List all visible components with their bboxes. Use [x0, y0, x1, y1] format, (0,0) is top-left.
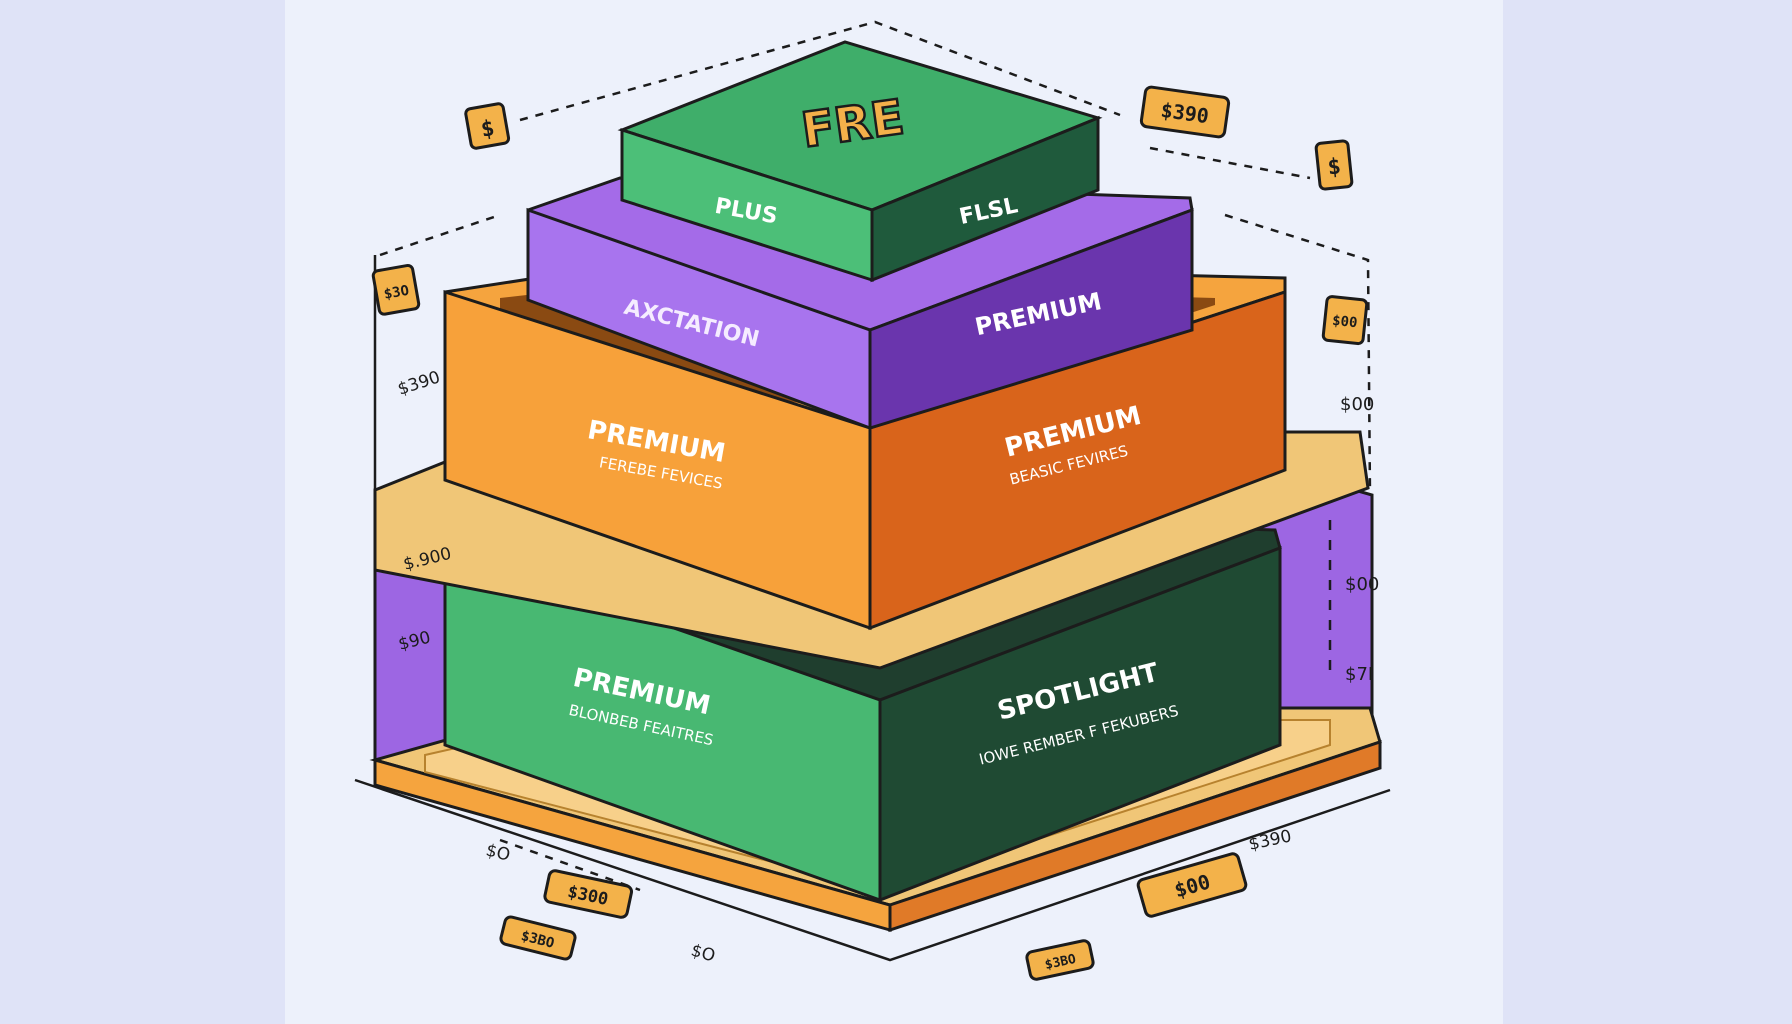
side-note-right-2: $00	[1345, 574, 1379, 595]
price-tag-bottom-left-text: $3BO	[519, 928, 556, 952]
price-tag-top-right-wide: $390	[1139, 85, 1231, 139]
price-tag-top-right-small-text: $	[1326, 154, 1342, 180]
green-top-tier-right	[870, 115, 1100, 283]
price-tag-top-left-text: $	[479, 116, 496, 143]
price-tag-bottom-left: $3BO	[499, 915, 577, 961]
price-tag-top-right-small: $	[1314, 139, 1354, 191]
price-tag-bottom-center: $300	[543, 869, 634, 919]
price-tag-right-upper: $00	[1321, 295, 1369, 346]
side-note-right-3: $7I	[1345, 664, 1373, 685]
green-base-tier-right	[878, 545, 1282, 903]
purple-tier-right	[868, 207, 1194, 431]
price-tag-top-left: $	[464, 102, 511, 150]
price-tag-bottom-right-small: $3BO	[1025, 939, 1095, 981]
price-tag-left-upper: $3O	[371, 263, 421, 316]
base-platform-right	[888, 739, 1382, 933]
price-tag-right-upper-text: $00	[1331, 313, 1358, 332]
side-note-right-1: $00	[1340, 394, 1374, 415]
price-tag-left-upper-text: $3O	[383, 283, 411, 303]
price-tag-bottom-right-small-text: $3BO	[1044, 952, 1078, 973]
price-tag-bottom-right: $00	[1136, 852, 1248, 918]
